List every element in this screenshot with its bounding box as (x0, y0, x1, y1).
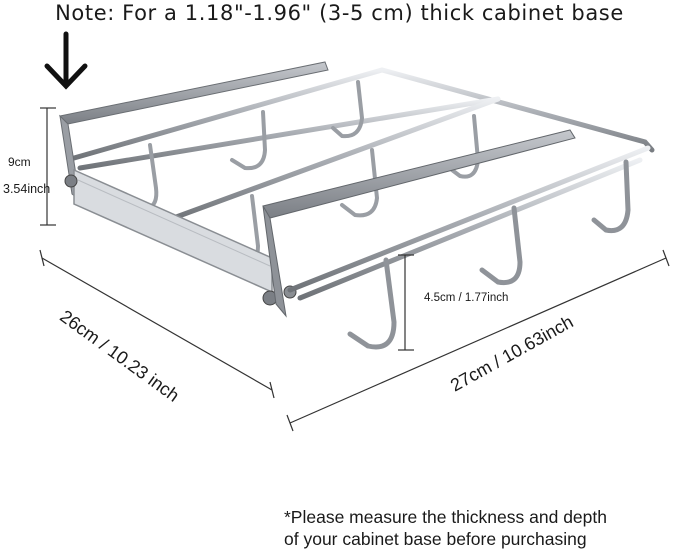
footer-line-1: *Please measure the thickness and depth (284, 507, 607, 527)
back-wire-frame (71, 67, 655, 223)
left-mount-bar (58, 61, 329, 202)
thickness-note: Note: For a 1.18"-1.96" (3-5 cm) thick c… (55, 1, 624, 25)
height-cm-label: 9cm (8, 155, 31, 169)
height-inch-label: 3.54inch (3, 182, 51, 196)
front-mount-bar (262, 129, 576, 318)
footer-line-2: of your cabinet base before purchasing (284, 529, 587, 549)
down-arrow-icon (44, 31, 88, 90)
dimension-lines (39, 107, 670, 432)
left-side-frame (64, 168, 297, 306)
front-hooks (347, 159, 631, 350)
hook-length-label: 4.5cm / 1.77inch (424, 292, 509, 304)
measure-footer-note: *Please measure the thickness and depth … (284, 506, 676, 550)
front-wire-frame (287, 145, 651, 301)
